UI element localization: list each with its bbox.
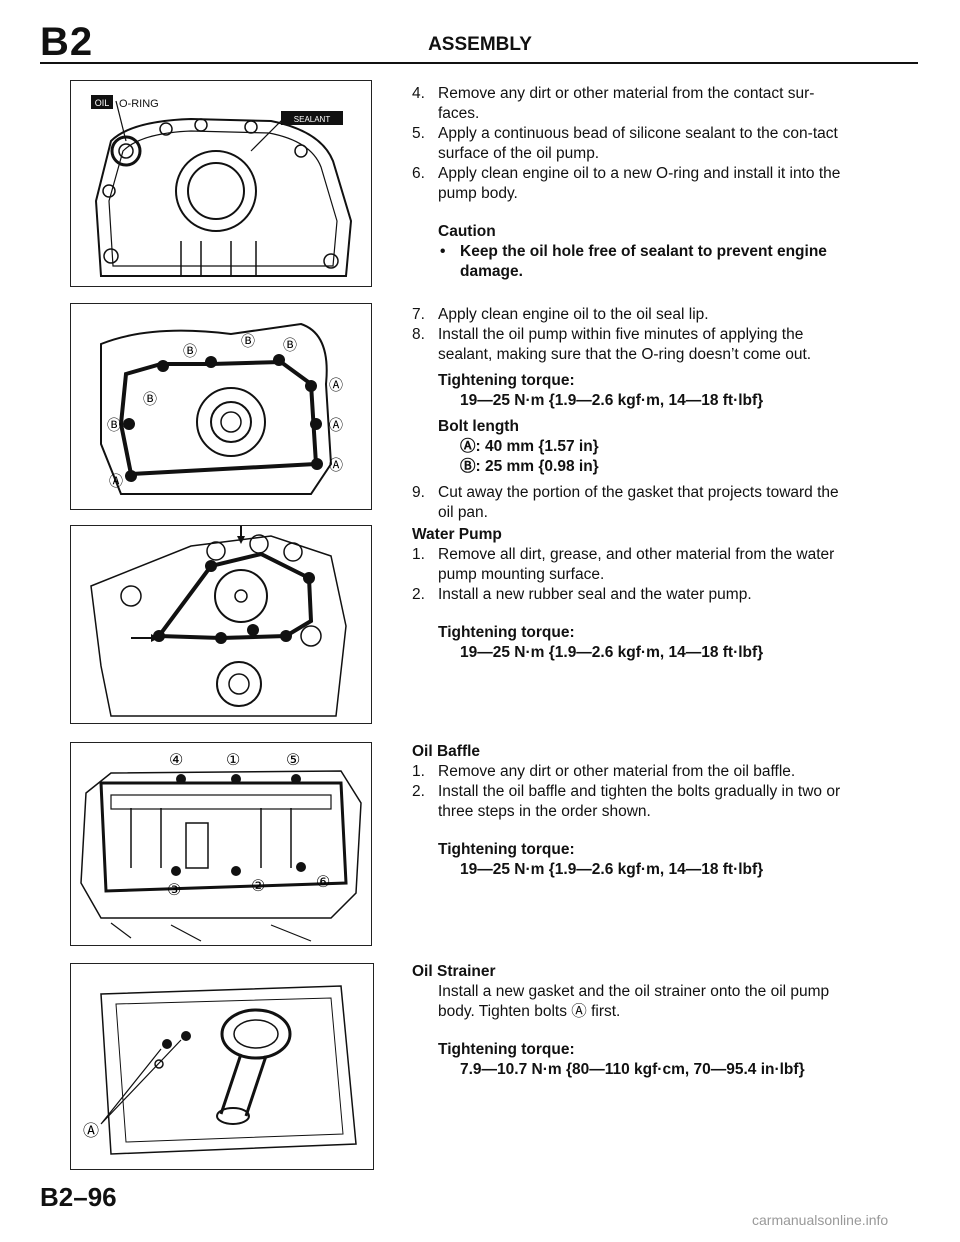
figure-oil-strainer: Ⓐ bbox=[70, 963, 374, 1170]
oil-baffle-illustration: ④ ① ⑤ ③ ② ⑥ bbox=[80, 752, 362, 942]
bolt-mark-a-4: Ⓐ bbox=[109, 473, 123, 489]
bolt-mark-a-1: Ⓐ bbox=[329, 377, 343, 393]
oil-badge-label: OIL bbox=[95, 98, 110, 108]
page-title: ASSEMBLY bbox=[428, 34, 532, 55]
step-5: 5.Apply a continuous bead of silicone se… bbox=[412, 125, 838, 162]
oil-strainer-torque-label: Tightening torque: bbox=[438, 1041, 575, 1058]
step-7: 7.Apply clean engine oil to the oil seal… bbox=[412, 306, 709, 323]
bolt-mark-b-4: Ⓑ bbox=[143, 391, 157, 407]
water-pump-torque-label: Tightening torque: bbox=[438, 624, 575, 641]
bolt-mark-b-1: Ⓑ bbox=[183, 343, 197, 359]
water-pump-step-2: 2.Install a new rubber seal and the wate… bbox=[412, 586, 752, 603]
bolt-order-3: ③ bbox=[167, 882, 181, 899]
oil-pump-mount-steps: 7.Apply clean engine oil to the oil seal… bbox=[400, 305, 855, 523]
water-pump-heading: Water Pump bbox=[412, 526, 502, 543]
oil-strainer-torque-value: 7.9—10.7 N·m {80—110 kgf·cm, 70—95.4 in·… bbox=[460, 1061, 805, 1078]
step-6: 6.Apply clean engine oil to a new O-ring… bbox=[412, 165, 841, 202]
bolt-length-a: Ⓐ: 40 mm {1.57 in} bbox=[460, 438, 599, 455]
figure-oil-pump-oring: OIL O-RING SEALANT bbox=[70, 80, 372, 287]
bolt-mark-b-3: Ⓑ bbox=[283, 337, 297, 353]
bolt-length-label: Bolt length bbox=[438, 418, 519, 435]
bolt-mark-a-3: Ⓐ bbox=[329, 457, 343, 473]
sealant-icon bbox=[281, 111, 343, 125]
oil-pump-install-steps: 4.Remove any dirt or other material from… bbox=[400, 84, 855, 282]
bolt-order-1: ① bbox=[226, 752, 240, 769]
step-9: 9.Cut away the portion of the gasket tha… bbox=[412, 484, 839, 521]
bolt-order-2: ② bbox=[251, 878, 265, 895]
bolt-length-b: Ⓑ: 25 mm {0.98 in} bbox=[460, 458, 599, 475]
oil-strainer-heading: Oil Strainer bbox=[412, 963, 496, 980]
section-code: B2 bbox=[40, 20, 94, 64]
watermark: carmanualsonline.info bbox=[752, 1212, 889, 1228]
bolt-order-4: ④ bbox=[169, 752, 183, 769]
water-pump-illustration bbox=[90, 526, 347, 717]
step-4: 4.Remove any dirt or other material from… bbox=[412, 85, 815, 122]
water-pump-torque-value: 19—25 N·m {1.9—2.6 kgf·m, 14—18 ft·lbf} bbox=[460, 644, 764, 661]
oil-baffle-step-1: 1.Remove any dirt or other material from… bbox=[412, 763, 796, 780]
bolt-order-6: ⑥ bbox=[316, 874, 330, 891]
caution-text: Keep the oil hole free of sealant to pre… bbox=[400, 242, 855, 282]
figure-water-pump bbox=[70, 525, 372, 724]
sealant-badge-label: SEALANT bbox=[294, 115, 331, 124]
bolt-mark-a: Ⓐ bbox=[83, 1122, 99, 1140]
water-pump-section: Water Pump 1.Remove all dirt, grease, an… bbox=[400, 525, 855, 663]
oil-pump-oring-illustration: OIL O-RING SEALANT bbox=[91, 95, 353, 277]
bolt-mark-b-2: Ⓑ bbox=[241, 333, 255, 349]
oil-baffle-heading: Oil Baffle bbox=[412, 743, 481, 760]
oring-label: O-RING bbox=[119, 98, 159, 110]
header-rule bbox=[40, 62, 918, 64]
page-number: B2–96 bbox=[40, 1182, 117, 1212]
torque-label: Tightening torque: bbox=[438, 372, 575, 389]
oil-baffle-section: Oil Baffle 1.Remove any dirt or other ma… bbox=[400, 742, 855, 880]
bolt-mark-a-2: Ⓐ bbox=[329, 417, 343, 433]
oil-icon bbox=[91, 95, 113, 109]
oil-strainer-illustration: Ⓐ bbox=[83, 985, 357, 1155]
bolt-order-5: ⑤ bbox=[286, 752, 300, 769]
step-8: 8.Install the oil pump within five minut… bbox=[412, 326, 812, 363]
oil-strainer-section: Oil Strainer Install a new gasket and th… bbox=[412, 962, 857, 1080]
caution-title: Caution bbox=[438, 223, 496, 240]
oil-pump-bolts-illustration: Ⓑ Ⓑ Ⓑ Ⓑ Ⓑ Ⓐ Ⓐ Ⓐ Ⓐ bbox=[100, 322, 343, 495]
oil-baffle-step-2: 2.Install the oil baffle and tighten the… bbox=[412, 783, 841, 820]
oil-strainer-text: Install a new gasket and the oil straine… bbox=[438, 983, 830, 1020]
figure-oil-pump-bolts: Ⓑ Ⓑ Ⓑ Ⓑ Ⓑ Ⓐ Ⓐ Ⓐ Ⓐ bbox=[70, 303, 372, 510]
bolt-mark-b-5: Ⓑ bbox=[107, 417, 121, 433]
torque-value: 19—25 N·m {1.9—2.6 kgf·m, 14—18 ft·lbf} bbox=[460, 392, 764, 409]
oil-baffle-torque-label: Tightening torque: bbox=[438, 841, 575, 858]
figure-oil-baffle: ④ ① ⑤ ③ ② ⑥ bbox=[70, 742, 372, 946]
water-pump-step-1: 1.Remove all dirt, grease, and other mat… bbox=[412, 546, 835, 583]
oil-baffle-torque-value: 19—25 N·m {1.9—2.6 kgf·m, 14—18 ft·lbf} bbox=[460, 861, 764, 878]
